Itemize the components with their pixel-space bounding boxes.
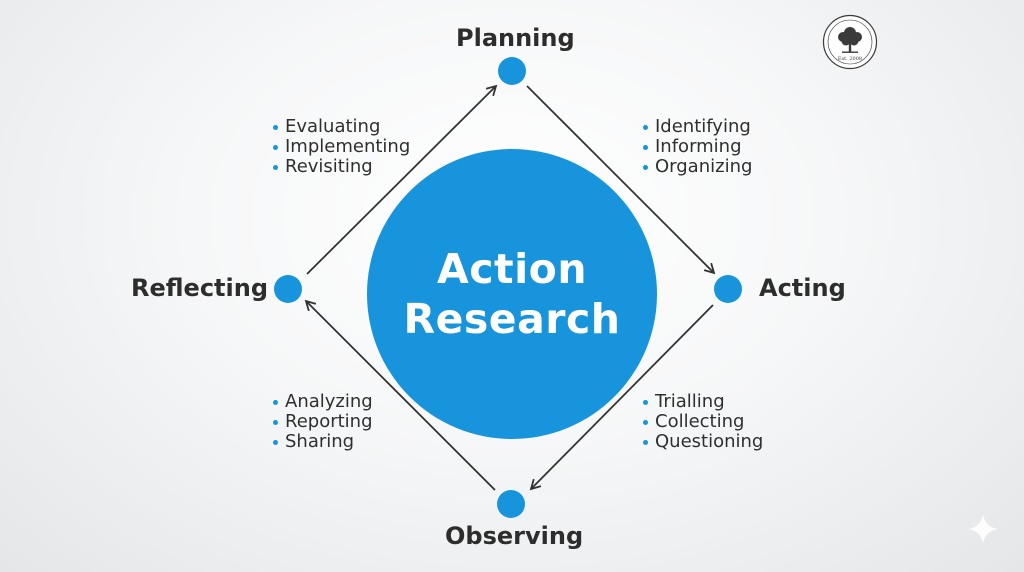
node-acting bbox=[714, 275, 742, 303]
node-planning bbox=[498, 57, 526, 85]
list-item: Questioning bbox=[643, 432, 763, 452]
arrow-acting-to-observing bbox=[529, 304, 714, 491]
list-item: Implementing bbox=[273, 137, 410, 157]
arrow-planning-to-acting bbox=[526, 85, 716, 275]
node-reflecting bbox=[274, 275, 302, 303]
list-item: Analyzing bbox=[273, 392, 373, 412]
list-reflecting-to-planning: Evaluating Implementing Revisiting bbox=[273, 117, 410, 177]
list-planning-to-acting: Identifying Informing Organizing bbox=[643, 117, 752, 177]
center-circle: Action Research bbox=[367, 149, 657, 439]
list-observing-to-reflecting: Analyzing Reporting Sharing bbox=[273, 392, 373, 452]
label-planning: Planning bbox=[456, 24, 575, 52]
list-item: Informing bbox=[643, 137, 752, 157]
sparkle-icon bbox=[968, 514, 998, 544]
list-item: Reporting bbox=[273, 412, 373, 432]
list-item: Sharing bbox=[273, 432, 373, 452]
tree-seal-logo: Est. 2008 bbox=[822, 14, 878, 70]
arrow-observing-to-reflecting bbox=[304, 299, 496, 491]
arrow-reflecting-to-planning bbox=[306, 84, 498, 275]
list-item: Identifying bbox=[643, 117, 752, 137]
list-acting-to-observing: Trialling Collecting Questioning bbox=[643, 392, 763, 452]
list-item: Trialling bbox=[643, 392, 763, 412]
list-item: Evaluating bbox=[273, 117, 410, 137]
list-item: Organizing bbox=[643, 157, 752, 177]
node-observing bbox=[497, 490, 525, 518]
center-title-line2: Research bbox=[403, 295, 621, 343]
list-item: Revisiting bbox=[273, 157, 410, 177]
center-title-line1: Action bbox=[436, 245, 588, 293]
label-reflecting: Reflecting bbox=[131, 274, 269, 302]
label-acting: Acting bbox=[759, 274, 846, 302]
seal-text: Est. 2008 bbox=[838, 56, 862, 62]
list-item: Collecting bbox=[643, 412, 763, 432]
label-observing: Observing bbox=[445, 522, 584, 550]
